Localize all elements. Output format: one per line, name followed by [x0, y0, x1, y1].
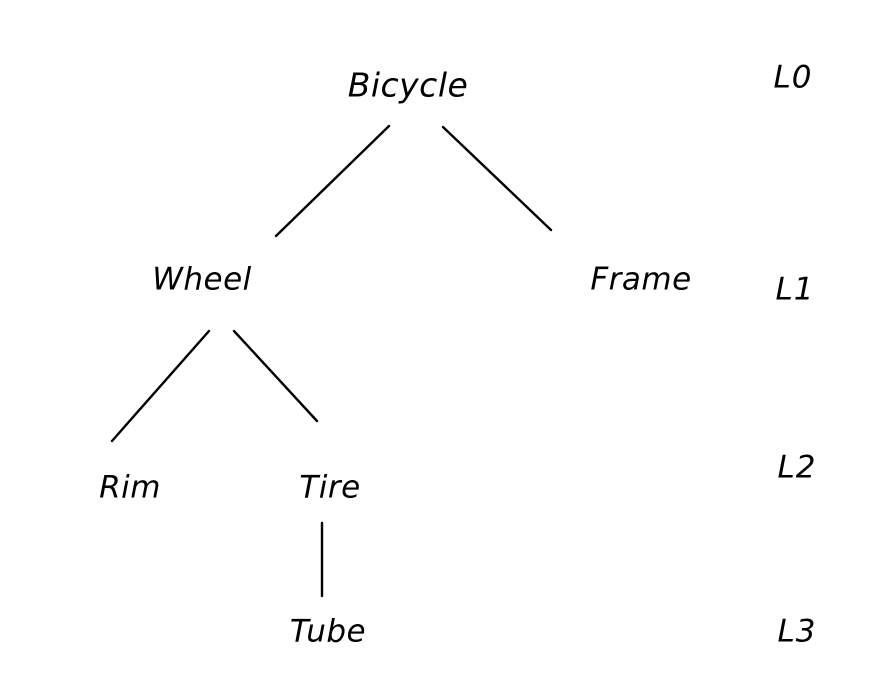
node-tire[interactable]: Tire [299, 469, 361, 506]
edge-wheel-tire [232, 329, 319, 423]
edge-wheel-rim [110, 329, 211, 443]
edge-bicycle-frame [441, 125, 553, 232]
level-label-l3: L3 [777, 613, 817, 650]
node-bicycle[interactable]: Bicycle [347, 65, 469, 105]
node-frame[interactable]: Frame [590, 261, 692, 298]
level-label-l0: L0 [773, 59, 813, 96]
level-label-l2: L2 [777, 449, 817, 486]
node-tube[interactable]: Tube [289, 613, 367, 650]
node-rim[interactable]: Rim [99, 469, 161, 506]
level-label-l1: L1 [775, 271, 815, 308]
node-wheel[interactable]: Wheel [152, 261, 252, 298]
edge-bicycle-wheel [274, 124, 391, 238]
